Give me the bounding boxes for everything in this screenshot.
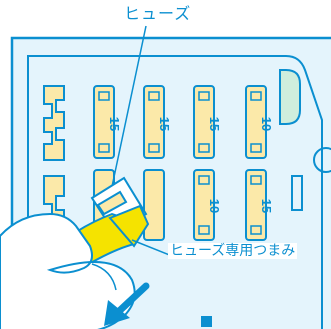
fuse-block-2 <box>143 85 165 241</box>
fuse-leader-line <box>109 25 147 197</box>
fuse-slot <box>245 169 267 241</box>
fuse-rating: 10 <box>207 199 222 213</box>
fuse-contacts <box>98 91 262 235</box>
puller-leader-line <box>131 239 173 257</box>
fuse-rating: 15 <box>107 117 122 131</box>
fuse-label: ヒューズ <box>124 4 192 23</box>
fuse-slot <box>245 85 267 159</box>
fuse-rating: 10 <box>259 117 274 131</box>
fuse-rating: 15 <box>207 117 222 131</box>
down-left-arrow-icon <box>104 282 150 326</box>
hand-icon <box>0 212 136 329</box>
fuse-slot <box>193 169 215 241</box>
fuse-box-clip <box>313 147 331 173</box>
fuse-puller-label: ヒューズ専用つまみ <box>168 243 298 259</box>
fuse-slot <box>193 85 215 159</box>
panel-marker <box>201 316 212 327</box>
fuse-slot <box>143 85 165 159</box>
fuse-slot <box>93 85 115 159</box>
fuse-box-tab <box>291 175 303 211</box>
fuse-rating: 15 <box>157 117 172 131</box>
fuse-block-3 <box>193 85 215 241</box>
fuse-box-latch <box>279 69 301 125</box>
fuse-rating: 15 <box>259 199 274 213</box>
fuse-slot <box>143 169 165 241</box>
fuse-box-inner-frame <box>27 55 323 329</box>
fuse-puller-edge <box>108 204 150 248</box>
fuse-block-4 <box>245 85 267 241</box>
hand-finger-line <box>91 263 117 291</box>
